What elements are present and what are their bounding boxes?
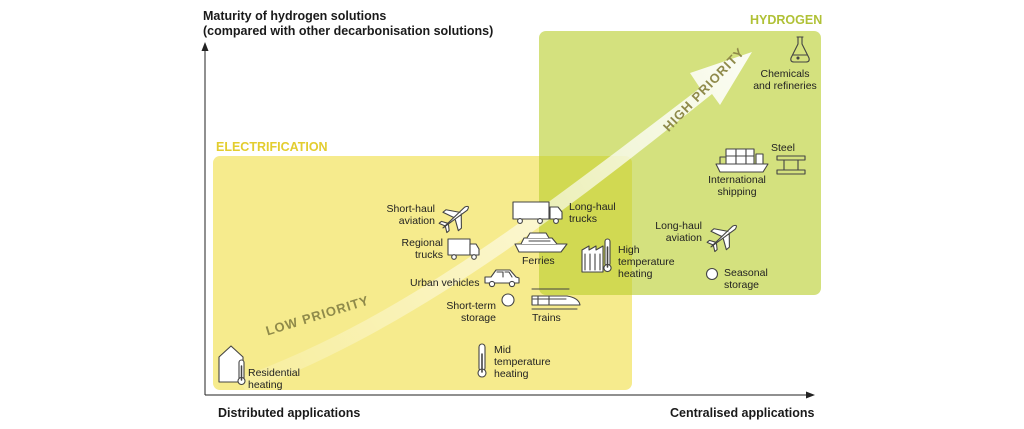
thermometer-icon [477,343,487,378]
label-mid-temp-line1: Mid [494,344,511,356]
hydrogen-zone [539,31,821,295]
long-haul-truck-icon [512,201,563,224]
label-seasonal-storage-line1: Seasonal [724,267,768,279]
label-shipping-line2: shipping [717,186,757,198]
label-high-temp-line1: High [618,244,640,256]
y-axis-title-line2: (compared with other decarbonisation sol… [203,24,494,38]
label-shortterm-storage-line2: storage [460,312,496,324]
ship-icon [715,148,769,173]
label-shorthaul-aviation: Short-haul aviation [365,203,435,227]
y-axis-title-line1: Maturity of hydrogen solutions [203,9,387,23]
short-term-storage-icon [501,293,515,307]
label-longhaul-aviation-line1: Long-haul [655,220,702,232]
label-residential-line2: heating [248,379,283,391]
x-axis-left-label: Distributed applications [218,406,361,420]
label-shorthaul-aviation-line2: aviation [398,215,435,227]
label-shipping-line1: International [708,174,766,186]
label-mid-temp: Mid temperature heating [494,344,551,380]
label-high-temp: High temperature heating [618,244,675,280]
label-longhaul-trucks-line1: Long-haul [569,201,616,213]
house-icon [218,345,246,386]
flask-icon [790,36,810,63]
short-haul-plane-icon [438,205,469,234]
car-icon [484,269,520,288]
label-steel: Steel [771,142,795,154]
label-shorthaul-aviation-line1: Short-haul [386,203,435,215]
label-regional-trucks-line1: Regional [401,237,443,249]
steel-beam-icon [776,155,806,175]
label-high-temp-line2: temperature [618,256,675,268]
label-ferries: Ferries [522,255,555,267]
seasonal-storage-icon [705,267,719,281]
hydrogen-title: HYDROGEN [750,13,823,27]
label-chemicals: Chemicals and refineries [735,68,835,92]
label-shortterm-storage-line1: Short-term [446,300,496,312]
x-axis-right-label: Centralised applications [670,406,815,420]
label-seasonal-storage: Seasonal storage [724,267,768,291]
label-shipping: International shipping [697,174,777,198]
label-longhaul-aviation-line2: aviation [665,232,702,244]
label-longhaul-trucks: Long-haul trucks [569,201,616,225]
label-seasonal-storage-line2: storage [724,279,760,291]
electrification-title: ELECTRIFICATION [216,140,328,154]
axes [201,42,815,399]
label-chemicals-line2: and refineries [753,80,817,92]
factory-thermometer-icon [581,238,612,273]
label-urban-vehicles: Urban vehicles [410,277,480,289]
ferry-icon [514,232,568,253]
label-residential: Residential heating [248,367,300,391]
regional-truck-icon [447,238,480,260]
label-mid-temp-line2: temperature [494,356,551,368]
label-chemicals-line1: Chemicals [760,68,810,80]
label-residential-line1: Residential [248,367,300,379]
label-shortterm-storage: Short-term storage [416,300,496,324]
label-mid-temp-line3: heating [494,368,529,380]
priority-arrow [238,52,752,392]
label-high-temp-line3: heating [618,268,653,280]
long-haul-plane-icon [706,224,737,253]
label-trains: Trains [532,312,561,324]
label-regional-trucks: Regional trucks [373,237,443,261]
train-icon [531,288,581,310]
label-longhaul-trucks-line2: trucks [569,213,598,225]
label-regional-trucks-line2: trucks [414,249,443,261]
label-longhaul-aviation: Long-haul aviation [632,220,702,244]
